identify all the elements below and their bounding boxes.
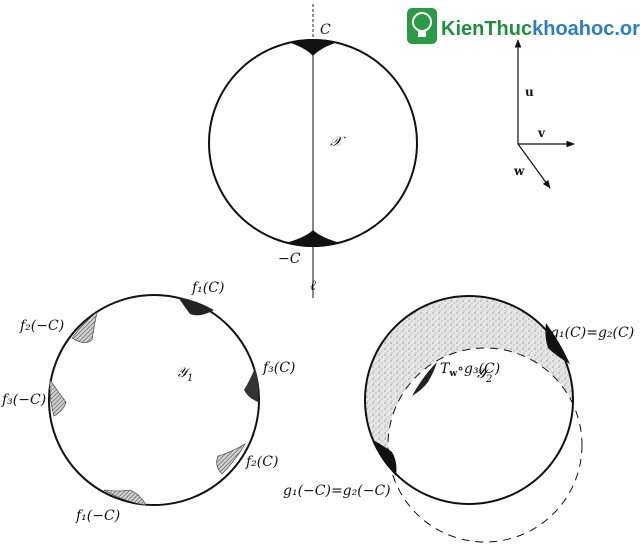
cap-c-region xyxy=(288,39,338,56)
label-w: w xyxy=(513,164,525,178)
bulb-base-icon xyxy=(418,31,426,37)
label-y1: 𝒴1 xyxy=(176,365,193,384)
label-tw-g3c: Tw∘g₃(C) xyxy=(440,361,500,379)
label-l: ℓ xyxy=(310,278,316,294)
stipple-mask xyxy=(388,348,582,542)
piece-g1c xyxy=(545,323,570,364)
label-v: v xyxy=(537,126,546,140)
piece-g1negc xyxy=(373,440,397,476)
brand-left: KienThuc xyxy=(441,18,532,40)
label-f3negc: f₃(−C) xyxy=(1,392,46,408)
label-c: C xyxy=(320,22,331,38)
label-tw-rest: ∘g₃(C) xyxy=(457,361,500,377)
label-f1c: f₁(C) xyxy=(191,280,224,296)
piece-f2negc xyxy=(71,311,98,343)
sphere-y1-outline xyxy=(48,294,260,506)
coordinate-axes: u v w xyxy=(513,39,575,189)
label-tw-t: T xyxy=(440,361,451,377)
label-x: 𝒳 xyxy=(330,134,346,150)
label-g1negc-eq-g2negc: g₁(−C)=g₂(−C) xyxy=(283,483,391,499)
label-f2negc: f₂(−C) xyxy=(19,318,64,334)
piece-f1c xyxy=(178,297,214,316)
translated-sphere-dashed xyxy=(387,347,583,543)
brand-right: khoahoc xyxy=(532,18,614,40)
label-f1negc: f₁(−C) xyxy=(75,508,120,524)
label-f3c: f₃(C) xyxy=(262,360,295,376)
piece-f1negc xyxy=(103,489,147,506)
right-figure-y2: 𝒴2 g₁(C)=g₂(C) Tw∘g₃(C) g₁(−C)=g₂(−C) xyxy=(283,295,634,543)
label-f2c: f₂(C) xyxy=(245,454,278,470)
label-g1c-eq-g2c: g₁(C)=g₂(C) xyxy=(550,325,634,341)
brand-suffix: .org xyxy=(614,18,640,40)
label-y2-sub: 2 xyxy=(485,374,492,385)
cap-negc-region xyxy=(286,230,340,247)
label-negc: −C xyxy=(278,251,301,267)
label-u: u xyxy=(525,85,534,99)
piece-f3negc xyxy=(49,379,67,417)
label-tw-sub: w xyxy=(448,369,457,379)
axis-w-arrow xyxy=(517,143,551,189)
left-figure-y1: 𝒴1 f₁(C) f₂(−C) f₃(C) f₃(−C) f₂(C) f₁(−C… xyxy=(1,280,295,524)
sphere-y2-outline xyxy=(364,295,574,505)
piece-f2c xyxy=(216,443,246,475)
piece-f3c xyxy=(244,368,259,402)
label-y1-sub: 1 xyxy=(187,373,193,384)
svg-text:KienThuckhoahoc.org: KienThuckhoahoc.org xyxy=(441,18,640,40)
piece-tw-g3c xyxy=(412,362,437,396)
top-figure: C −C 𝒳 ℓ xyxy=(208,4,418,298)
watermark-logo: KienThuckhoahoc.org xyxy=(407,8,640,44)
